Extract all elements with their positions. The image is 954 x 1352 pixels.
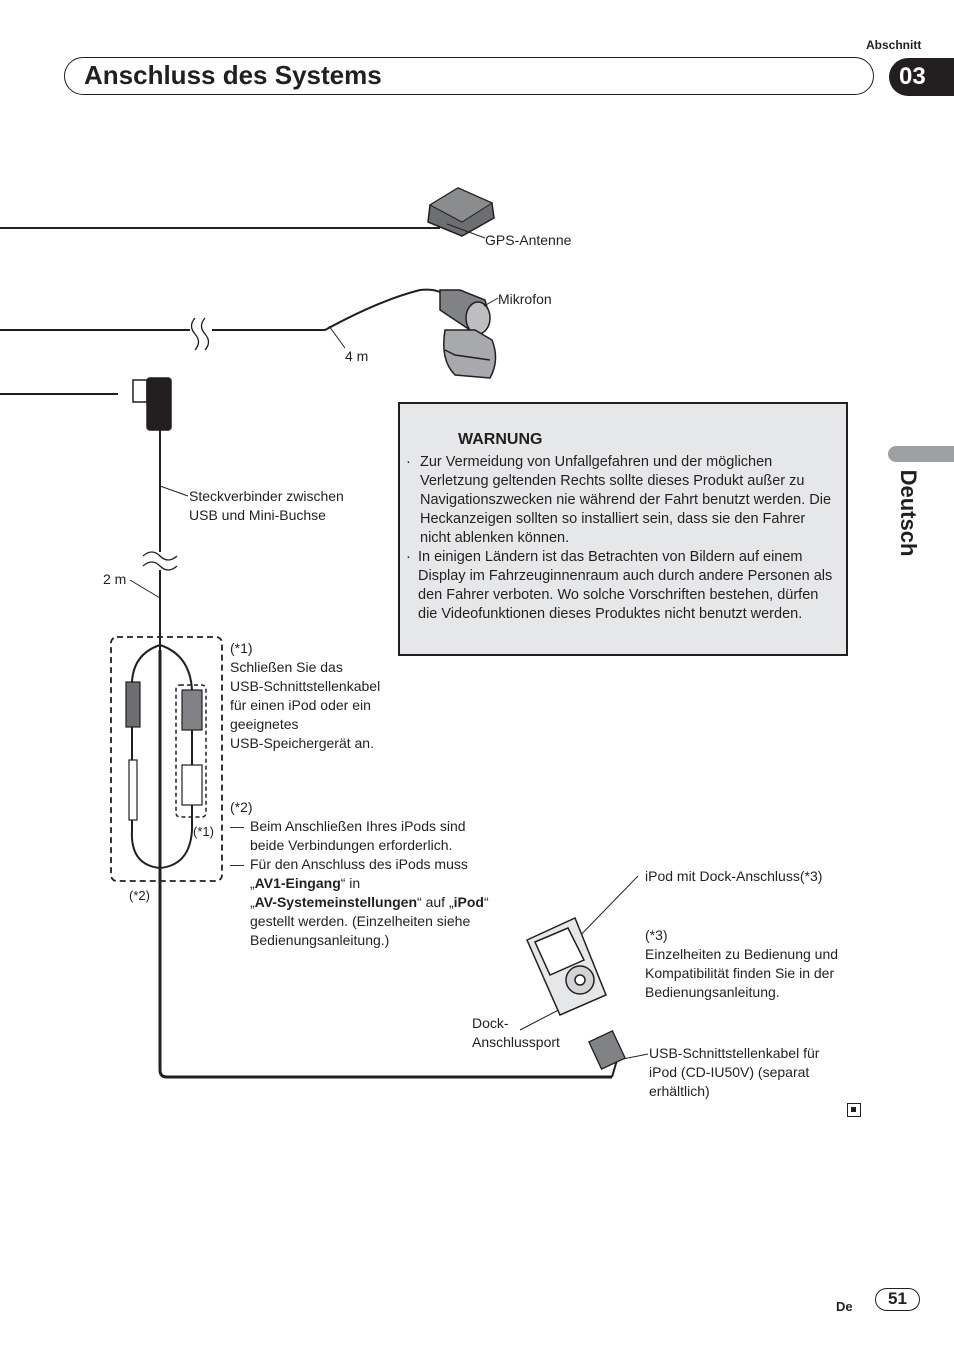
av-plug-icon bbox=[125, 681, 141, 728]
marker-2: (*2) bbox=[129, 888, 150, 903]
usb-connector-icon bbox=[132, 377, 172, 431]
label-gps-antenna: GPS-Antenne bbox=[485, 232, 572, 248]
usb-plug-icon bbox=[181, 764, 203, 806]
warning-item: ·In einigen Ländern ist das Betrachten v… bbox=[406, 549, 833, 622]
warning-title: WARNUNG bbox=[458, 431, 543, 448]
mic-cable bbox=[0, 288, 449, 331]
page-number: 51 bbox=[875, 1288, 920, 1311]
language-tab-marker bbox=[888, 446, 954, 462]
section-number: 03 bbox=[889, 58, 954, 96]
mini-jack-icon bbox=[128, 759, 138, 821]
dock-cable-icon bbox=[588, 1030, 626, 1070]
ipod-cable bbox=[158, 650, 612, 1079]
footer-language: De bbox=[836, 1299, 853, 1314]
page-title: Anschluss des Systems bbox=[84, 60, 382, 90]
ipod-icon bbox=[526, 916, 607, 1016]
warning-item: ·Zur Vermeidung von Unfallgefahren und d… bbox=[406, 454, 832, 546]
label-dock-port: Dock-Anschlussport bbox=[472, 1015, 560, 1050]
title-frame bbox=[64, 57, 874, 95]
label-ipod-dock: iPod mit Dock-Anschluss(*3) bbox=[645, 868, 823, 884]
warning-body: ·Zur Vermeidung von Unfallgefahren und d… bbox=[406, 453, 838, 624]
split-cable-group bbox=[110, 636, 223, 882]
section-label: Abschnitt bbox=[866, 38, 922, 52]
marker-1: (*1) bbox=[193, 824, 214, 839]
footnote-2: (*2) — Beim Anschließen Ihres iPods sind… bbox=[230, 799, 489, 948]
end-mark-icon bbox=[847, 1103, 861, 1117]
microphone-icon bbox=[439, 289, 497, 379]
warning-box bbox=[398, 402, 848, 656]
label-length-2m: 2 m bbox=[103, 571, 127, 587]
dock-connector-icon bbox=[181, 689, 203, 731]
gps-antenna-icon bbox=[427, 187, 495, 237]
label-microphone: Mikrofon bbox=[498, 291, 552, 307]
label-length-4m: 4 m bbox=[345, 348, 369, 364]
